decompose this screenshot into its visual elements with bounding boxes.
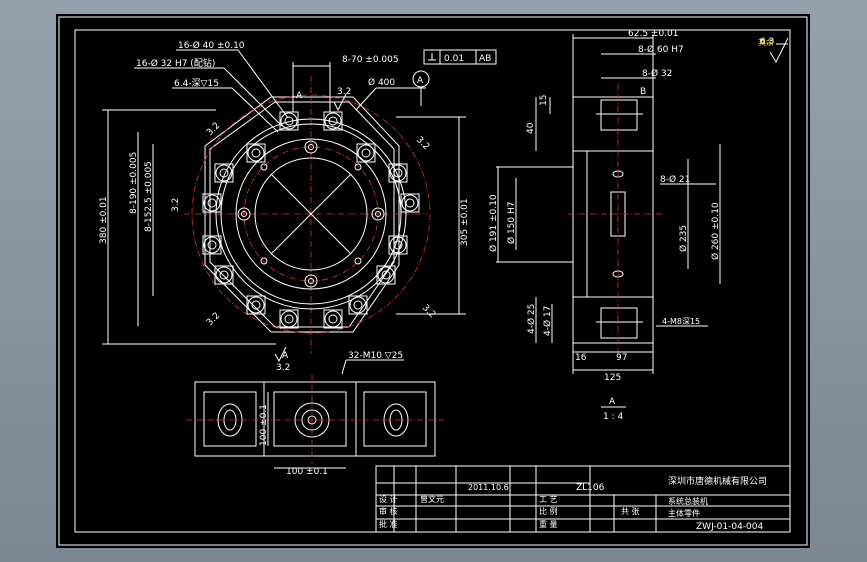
svg-text:设 计: 设 计 <box>379 494 398 504</box>
inner-frame <box>74 29 791 533</box>
outer-frame <box>58 16 808 546</box>
svg-text:A: A <box>296 91 303 101</box>
svg-text:3.2: 3.2 <box>171 198 181 212</box>
svg-text:3.2: 3.2 <box>205 311 222 328</box>
svg-text:4-M8深15: 4-M8深15 <box>662 317 700 326</box>
thread-callout: 32-M10 ▽25 <box>341 351 404 375</box>
svg-text:2011.10.6: 2011.10.6 <box>468 483 509 492</box>
svg-text:重 量: 重 量 <box>539 519 558 529</box>
drawing-number: ZWJ-01-04-004 <box>696 522 763 532</box>
svg-text:1 : 4: 1 : 4 <box>603 412 623 422</box>
side-bottom-dims: 16 97 125 <box>572 343 654 383</box>
svg-text:A: A <box>417 76 424 86</box>
svg-text:100 ±0.1: 100 ±0.1 <box>286 467 328 477</box>
perpendicularity-frame: 0.01 AB <box>423 49 497 65</box>
svg-text:批 准: 批 准 <box>379 519 398 529</box>
svg-text:3.2: 3.2 <box>420 303 437 320</box>
svg-text:Ø 260 ±0.10: Ø 260 ±0.10 <box>710 202 721 260</box>
side-top-dims: 62.5 ±0.01 8-Ø 60 H7 8-Ø 32 <box>572 29 684 97</box>
svg-text:Ø 191 ±0.10: Ø 191 ±0.10 <box>488 194 499 252</box>
svg-text:4-Ø 25: 4-Ø 25 <box>526 304 537 334</box>
svg-text:380 ±0.01: 380 ±0.01 <box>99 196 109 244</box>
svg-text:40: 40 <box>526 122 536 134</box>
svg-text:62.5 ±0.01: 62.5 ±0.01 <box>628 29 678 39</box>
front-view: 16-Ø 40 ±0.10 16-Ø 32 H7 (配钻) 6.4-深▽15 8… <box>99 40 497 375</box>
svg-text:A: A <box>609 397 616 407</box>
svg-text:8-Ø 21: 8-Ø 21 <box>660 174 690 185</box>
dim-bolt-circle: Ø 400 <box>355 77 426 111</box>
svg-text:Ø 150 H7: Ø 150 H7 <box>506 202 517 244</box>
svg-text:97: 97 <box>616 353 627 363</box>
dim-bottom-100-horizontal: 100 ±0.1 <box>274 467 346 477</box>
svg-text:8-190 ±0.005: 8-190 ±0.005 <box>129 152 139 214</box>
dim-right-305: 305 ±0.01 <box>396 116 470 315</box>
svg-text:8-Ø 32: 8-Ø 32 <box>642 68 672 79</box>
bolt-holes <box>202 111 420 329</box>
dim-bottom-100-vertical: 100 ±0.1 <box>259 392 269 446</box>
callout-holes-40: 16-Ø 40 ±0.10 <box>178 40 245 51</box>
svg-text:3.2: 3.2 <box>337 87 351 97</box>
side-datum-b: B <box>640 87 646 97</box>
drawing-name: 系统总装机 <box>668 496 708 506</box>
svg-text:Ø 235: Ø 235 <box>678 225 689 252</box>
svg-text:曾文元: 曾文元 <box>420 494 444 504</box>
bolt-circle <box>191 94 431 334</box>
drawing-desc: 主体零件 <box>668 508 700 518</box>
bore-circle <box>254 157 368 271</box>
svg-text:工 艺: 工 艺 <box>539 495 558 504</box>
datum-a-marker: A <box>412 70 430 106</box>
drawing-canvas: 其余 6.3 <box>58 16 808 546</box>
svg-text:0.01: 0.01 <box>444 54 464 64</box>
svg-text:8-70 ±0.005: 8-70 ±0.005 <box>342 55 399 65</box>
svg-text:AB: AB <box>479 54 491 64</box>
bottom-view: 100 ±0.1 100 ±0.1 <box>186 374 444 477</box>
dim-pitch-70: 8-70 ±0.005 <box>292 55 399 112</box>
svg-text:4-Ø 17: 4-Ø 17 <box>542 306 553 336</box>
roughness-symbol-other: 其余 6.3 <box>758 37 789 64</box>
svg-text:125: 125 <box>604 373 621 383</box>
side-section-view: B 62.5 ±0.01 8-Ø 60 H7 8-Ø 32 15 40 Ø 19… <box>488 29 721 422</box>
octagon-body <box>204 96 400 333</box>
svg-text:100 ±0.1: 100 ±0.1 <box>259 404 269 446</box>
title-block: 深圳市唐德机械有限公司 曾文元 2011.10.6 ZL106 设 计 审 核 … <box>375 465 791 533</box>
hole-callouts: 16-Ø 40 ±0.10 16-Ø 32 H7 (配钻) 6.4-深▽15 <box>134 40 289 133</box>
svg-text:8-152.5 ±0.005: 8-152.5 ±0.005 <box>144 161 154 232</box>
svg-text:16: 16 <box>575 353 587 363</box>
drawing-sheet: 其余 6.3 <box>56 14 810 548</box>
svg-text:审 核: 审 核 <box>379 506 398 516</box>
svg-text:Ø 400: Ø 400 <box>368 77 395 88</box>
svg-text:ZL106: ZL106 <box>576 483 605 493</box>
inner-ring-holes <box>237 140 385 288</box>
svg-text:3.2: 3.2 <box>276 363 290 373</box>
roughness-top: 3.2 A <box>296 87 351 112</box>
svg-text:32-M10 ▽25: 32-M10 ▽25 <box>348 351 403 361</box>
roughness-value: 6.3 <box>760 37 774 47</box>
view-label: A 1 : 4 <box>601 397 626 422</box>
roughness-note: 其余 <box>758 37 774 47</box>
svg-text:共 张: 共 张 <box>621 507 640 516</box>
flange-outer-circle <box>215 118 407 310</box>
svg-text:比 例: 比 例 <box>539 506 558 516</box>
svg-text:305 ±0.01: 305 ±0.01 <box>460 198 470 246</box>
svg-text:8-Ø 60 H7: 8-Ø 60 H7 <box>638 44 684 55</box>
dim-left-verticals: 380 ±0.01 8-190 ±0.005 8-152.5 ±0.005 <box>99 109 276 345</box>
callout-holes-32: 16-Ø 32 H7 (配钻) <box>136 57 215 69</box>
callout-holes-m6: 6.4-深▽15 <box>174 78 219 89</box>
svg-text:3.2: 3.2 <box>414 135 431 152</box>
company-name: 深圳市唐德机械有限公司 <box>668 475 767 487</box>
side-left-dims: 15 40 Ø 191 ±0.10 Ø 150 H7 4-Ø 25 4-Ø 17 <box>488 95 573 343</box>
svg-text:15: 15 <box>539 95 549 106</box>
side-right-dims: 8-Ø 21 Ø 235 Ø 260 ±0.10 4-M8深15 <box>656 144 721 327</box>
svg-text:A: A <box>282 351 289 361</box>
